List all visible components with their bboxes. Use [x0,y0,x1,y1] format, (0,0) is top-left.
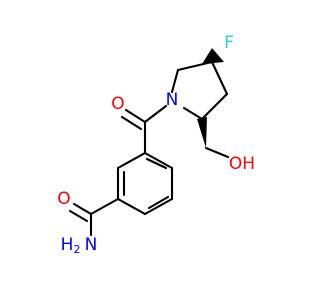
bond-ar-c4-c5 [143,197,174,216]
amide-h-label: H [61,235,74,255]
amide-n-sub-label: 2 [74,243,81,256]
bond-c3-c2 [200,92,229,121]
amide-oxygen-label: O [57,189,70,209]
carbonyl-oxygen-label: O [111,94,124,114]
bond-n-carbonyl [143,104,168,124]
bond-n-c2 [182,106,204,121]
bond-ch2-oh [204,146,230,159]
bond-carbonyl-o-2 [120,115,143,131]
wedge-bond-c2-ch2 [197,117,207,148]
bond-ar-c6-c1 [143,151,174,170]
bond-ar-amide [89,197,120,216]
bond-ar-inner-2 [147,195,170,210]
bond-c4-c3 [210,60,229,96]
fluorine-label: F [224,33,234,53]
bond-ar-c1-c2 [116,151,147,170]
bond-amide-o-2 [68,209,89,223]
amide-n-label: N [85,235,98,255]
molecule-diagram: F N O OH O H 2 N [57,33,255,256]
bond-n-c5 [170,68,180,94]
bond-carbonyl-o-1 [124,108,147,124]
amide-nh2-label: H 2 N [61,235,98,256]
hydroxyl-label: OH [229,154,255,174]
bond-ar-inner-3 [145,157,168,170]
bond-c5-c4 [176,60,214,72]
bond-amide-o-1 [72,202,93,216]
ring-nitrogen-label: N [166,90,179,110]
bond-ar-c3-c4 [116,197,147,216]
wedge-bond-c4-f [202,48,224,64]
